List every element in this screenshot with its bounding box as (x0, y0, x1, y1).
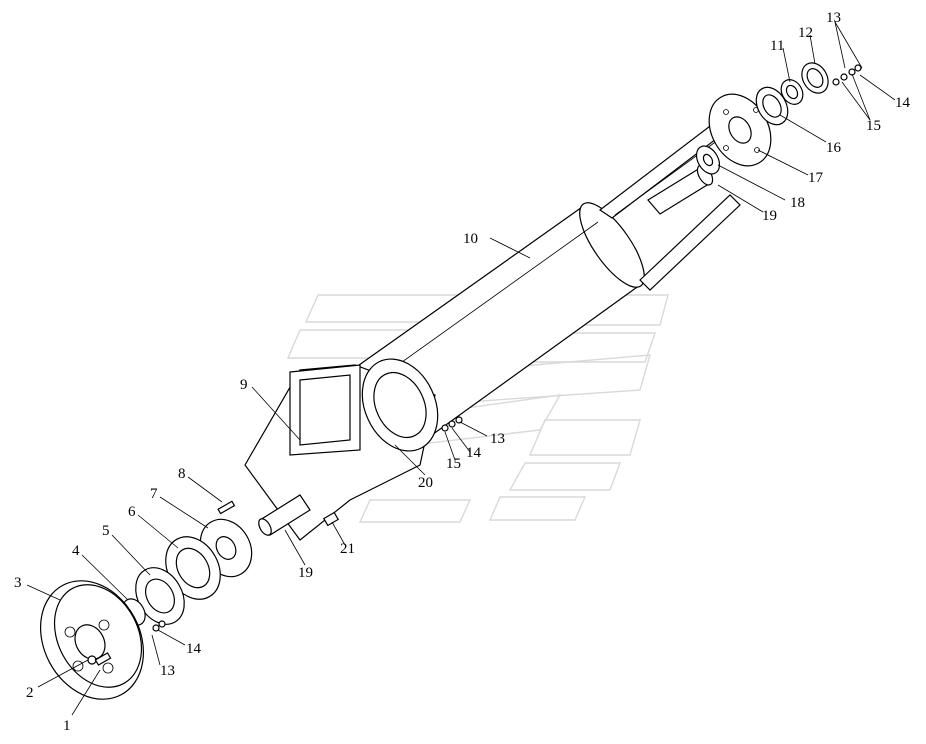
callout-8: 8 (178, 466, 186, 482)
callout-13-top: 13 (826, 10, 841, 26)
callout-6: 6 (128, 504, 136, 520)
leader-lines (26, 21, 896, 716)
callout-1: 1 (63, 718, 71, 734)
housing-part-9 (244, 358, 439, 541)
bolt-parts-1-2 (87, 652, 112, 666)
callout-15-top: 15 (866, 118, 881, 134)
callout-7: 7 (150, 486, 158, 502)
bolt-part-21 (322, 511, 340, 527)
callout-11: 11 (770, 38, 784, 54)
callout-21: 21 (340, 541, 355, 557)
callout-15-mid: 15 (446, 456, 461, 472)
callout-16: 16 (826, 140, 842, 156)
cap-part-12 (801, 62, 829, 94)
fasteners-top (832, 64, 862, 86)
callout-14-mid: 14 (466, 445, 482, 461)
callout-13-mid: 13 (490, 431, 505, 447)
fasteners-bottom (152, 620, 166, 632)
callout-9: 9 (240, 377, 248, 393)
callout-17: 17 (808, 170, 824, 186)
callout-3: 3 (14, 575, 22, 591)
callout-10: 10 (463, 231, 478, 247)
callout-5: 5 (102, 523, 110, 539)
callout-19-bottom: 19 (298, 565, 313, 581)
bearing-part-11 (780, 79, 804, 105)
callout-18: 18 (790, 195, 805, 211)
callout-14-top: 14 (895, 95, 911, 111)
callout-12: 12 (798, 25, 813, 41)
callout-4: 4 (72, 543, 80, 559)
housing-part-5 (135, 567, 185, 625)
fasteners-mid (441, 416, 463, 432)
callout-19-top: 19 (762, 208, 777, 224)
pulley-part-3 (39, 580, 145, 700)
key-part-8 (217, 500, 236, 515)
callout-2: 2 (26, 685, 34, 701)
bearing-part-18 (695, 145, 721, 175)
callout-20: 20 (418, 475, 433, 491)
shaft-stub (258, 494, 311, 536)
callout-13-bottom: 13 (160, 663, 175, 679)
callout-14-bottom: 14 (186, 641, 202, 657)
callouts: 1 2 3 4 5 6 7 8 9 10 11 12 13 14 15 16 1… (14, 10, 911, 734)
